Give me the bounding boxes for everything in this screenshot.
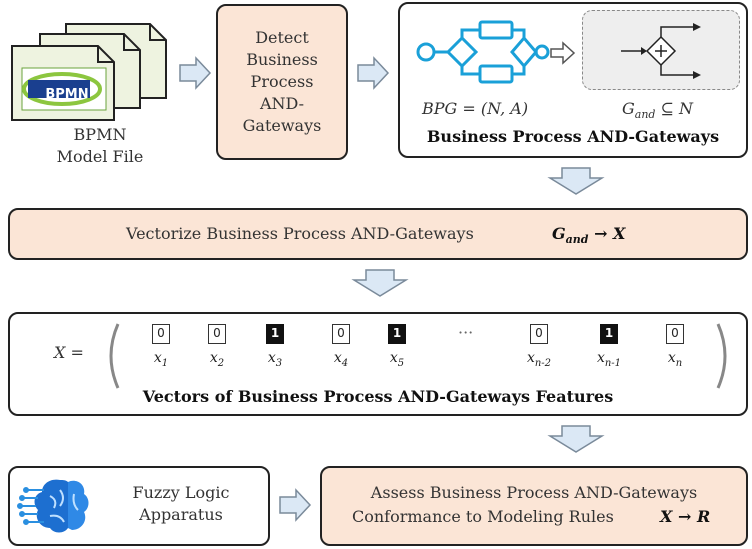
feature-vector-box: X = 0 0 1 0 1 ··· 0 1 0 x1 x2 x3 x4 x5 x… bbox=[8, 312, 748, 416]
bpmn-caption-line2: Model File bbox=[56, 147, 144, 166]
detect-line-3: Process bbox=[250, 72, 314, 91]
bpmn-logo-text: BPMN bbox=[45, 87, 89, 102]
ellipsis: ··· bbox=[458, 323, 474, 342]
bpmn-process-icon bbox=[416, 20, 550, 84]
assess-formula: X → R bbox=[660, 507, 711, 526]
detect-line-5: Gateways bbox=[242, 116, 322, 135]
vector-label: x4 bbox=[333, 350, 349, 369]
vector-cell: 0 bbox=[666, 324, 684, 344]
fuzzy-line-2: Apparatus bbox=[139, 505, 223, 524]
gateways-box-title: Business Process AND-Gateways bbox=[426, 127, 720, 146]
vector-label: xn-2 bbox=[526, 350, 552, 369]
fuzzy-logic-box: Fuzzy Logic Apparatus bbox=[8, 466, 270, 546]
and-gateway-panel bbox=[582, 10, 740, 90]
detect-line-4: AND- bbox=[259, 94, 305, 113]
arrow-down-icon bbox=[351, 269, 409, 297]
detect-line-1: Detect bbox=[255, 28, 309, 47]
arrow-right-icon bbox=[357, 56, 390, 90]
vector-label: x3 bbox=[267, 350, 283, 369]
bpmn-caption: BPMN Model File bbox=[40, 124, 160, 168]
vector-label: xn bbox=[667, 350, 683, 369]
vector-cell: 0 bbox=[152, 324, 170, 344]
bpmn-caption-line1: BPMN bbox=[73, 125, 127, 144]
arrow-down-icon bbox=[547, 167, 605, 195]
vector-cell: 1 bbox=[266, 324, 284, 344]
left-paren-icon bbox=[109, 323, 120, 389]
document-stack-graphic bbox=[11, 23, 167, 121]
vectorize-box: Vectorize Business Process AND-Gateways … bbox=[8, 208, 748, 260]
gateways-box: BPG = (N, A) Gand ⊆ N Business Process A… bbox=[398, 2, 748, 158]
feature-vector-title: Vectors of Business Process AND-Gateways… bbox=[142, 387, 614, 406]
vector-cell: 0 bbox=[208, 324, 226, 344]
vectorize-formula: Gand → X bbox=[552, 223, 625, 251]
vector-label: xn-1 bbox=[596, 350, 622, 369]
arrow-right-icon bbox=[550, 41, 576, 65]
assess-line-2: Conformance to Modeling Rules bbox=[352, 507, 614, 526]
vectorize-label: Vectorize Business Process AND-Gateways bbox=[126, 224, 474, 243]
and-gateway-icon bbox=[621, 23, 701, 79]
vector-label: x1 bbox=[153, 350, 169, 369]
vector-label: x5 bbox=[389, 350, 405, 369]
right-paren-icon bbox=[716, 323, 727, 389]
arrow-right-icon bbox=[279, 488, 312, 522]
gand-subset: ⊆ N bbox=[660, 99, 694, 118]
fuzzy-logic-label: Fuzzy Logic Apparatus bbox=[106, 482, 256, 526]
assess-line-1: Assess Business Process AND-Gateways bbox=[370, 483, 698, 502]
vector-cell: 1 bbox=[600, 324, 618, 344]
arrow-down-icon bbox=[547, 425, 605, 453]
gand-symbol: G bbox=[622, 99, 635, 118]
detect-line-2: Business bbox=[246, 50, 318, 69]
vector-cell: 0 bbox=[332, 324, 350, 344]
vector-cell: 0 bbox=[530, 324, 548, 344]
ai-brain-icon bbox=[17, 479, 89, 533]
bpg-formula: BPG = (N, A) bbox=[422, 99, 529, 118]
x-equals-label: X = bbox=[54, 343, 84, 362]
gand-formula: Gand ⊆ N bbox=[622, 98, 693, 126]
vectorize-formula-tail: → X bbox=[594, 224, 626, 243]
fuzzy-line-1: Fuzzy Logic bbox=[132, 483, 230, 502]
vector-cell: 1 bbox=[388, 324, 406, 344]
vector-label: x2 bbox=[209, 350, 225, 369]
detect-gateways-box: Detect Business Process AND- Gateways bbox=[216, 4, 348, 160]
assess-conformance-box: Assess Business Process AND-Gateways Con… bbox=[320, 466, 748, 546]
bpmn-model-file-icon: BPMN bbox=[8, 20, 168, 121]
vectorize-formula-sub: and bbox=[565, 233, 589, 247]
gand-subscript: and bbox=[634, 108, 656, 122]
arrow-right-icon bbox=[179, 56, 212, 90]
vectorize-formula-symbol: G bbox=[552, 224, 566, 243]
